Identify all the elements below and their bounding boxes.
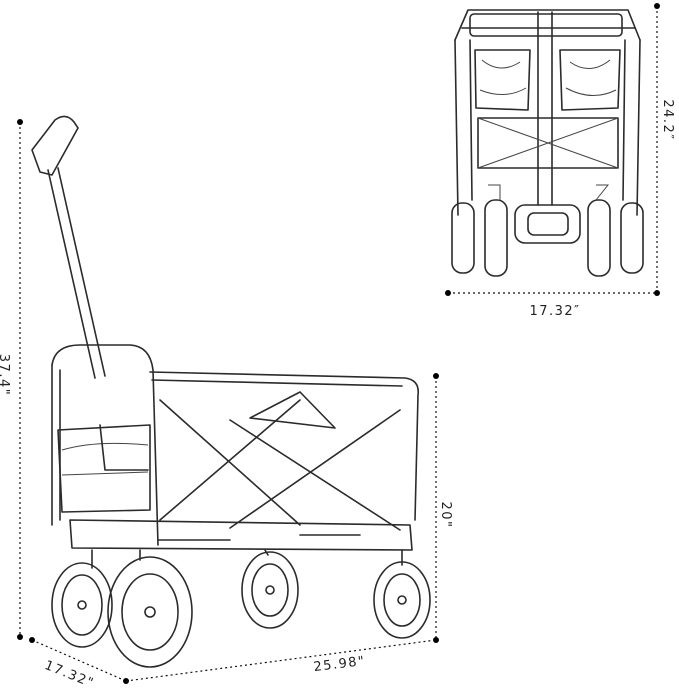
bed-height-label: 20"	[438, 501, 453, 528]
top-view-width-label: 17.32″	[529, 304, 580, 319]
depth-label: 17.32"	[42, 658, 96, 688]
rear-right-wheel	[373, 561, 431, 639]
overall-height-label: 37.4"	[0, 354, 11, 396]
overall-height-dimension: 37.4"	[0, 119, 23, 640]
front-right-wheel	[107, 556, 193, 668]
top-view-height-label: 24.2″	[660, 99, 675, 140]
length-dimension: 25.98"	[125, 639, 437, 682]
wagon-front-view-drawing	[451, 9, 644, 277]
wagon-side-view-drawing	[31, 115, 431, 668]
bed-height-dimension: 20"	[433, 373, 453, 643]
front-left-wheel	[51, 562, 113, 648]
length-label: 25.98"	[313, 654, 367, 675]
top-view-height-dimension: 24.2″	[654, 3, 675, 296]
top-view-width-dimension: 17.32″	[445, 290, 657, 319]
depth-dimension: 17.32"	[29, 637, 129, 688]
rear-left-wheel	[241, 551, 299, 629]
